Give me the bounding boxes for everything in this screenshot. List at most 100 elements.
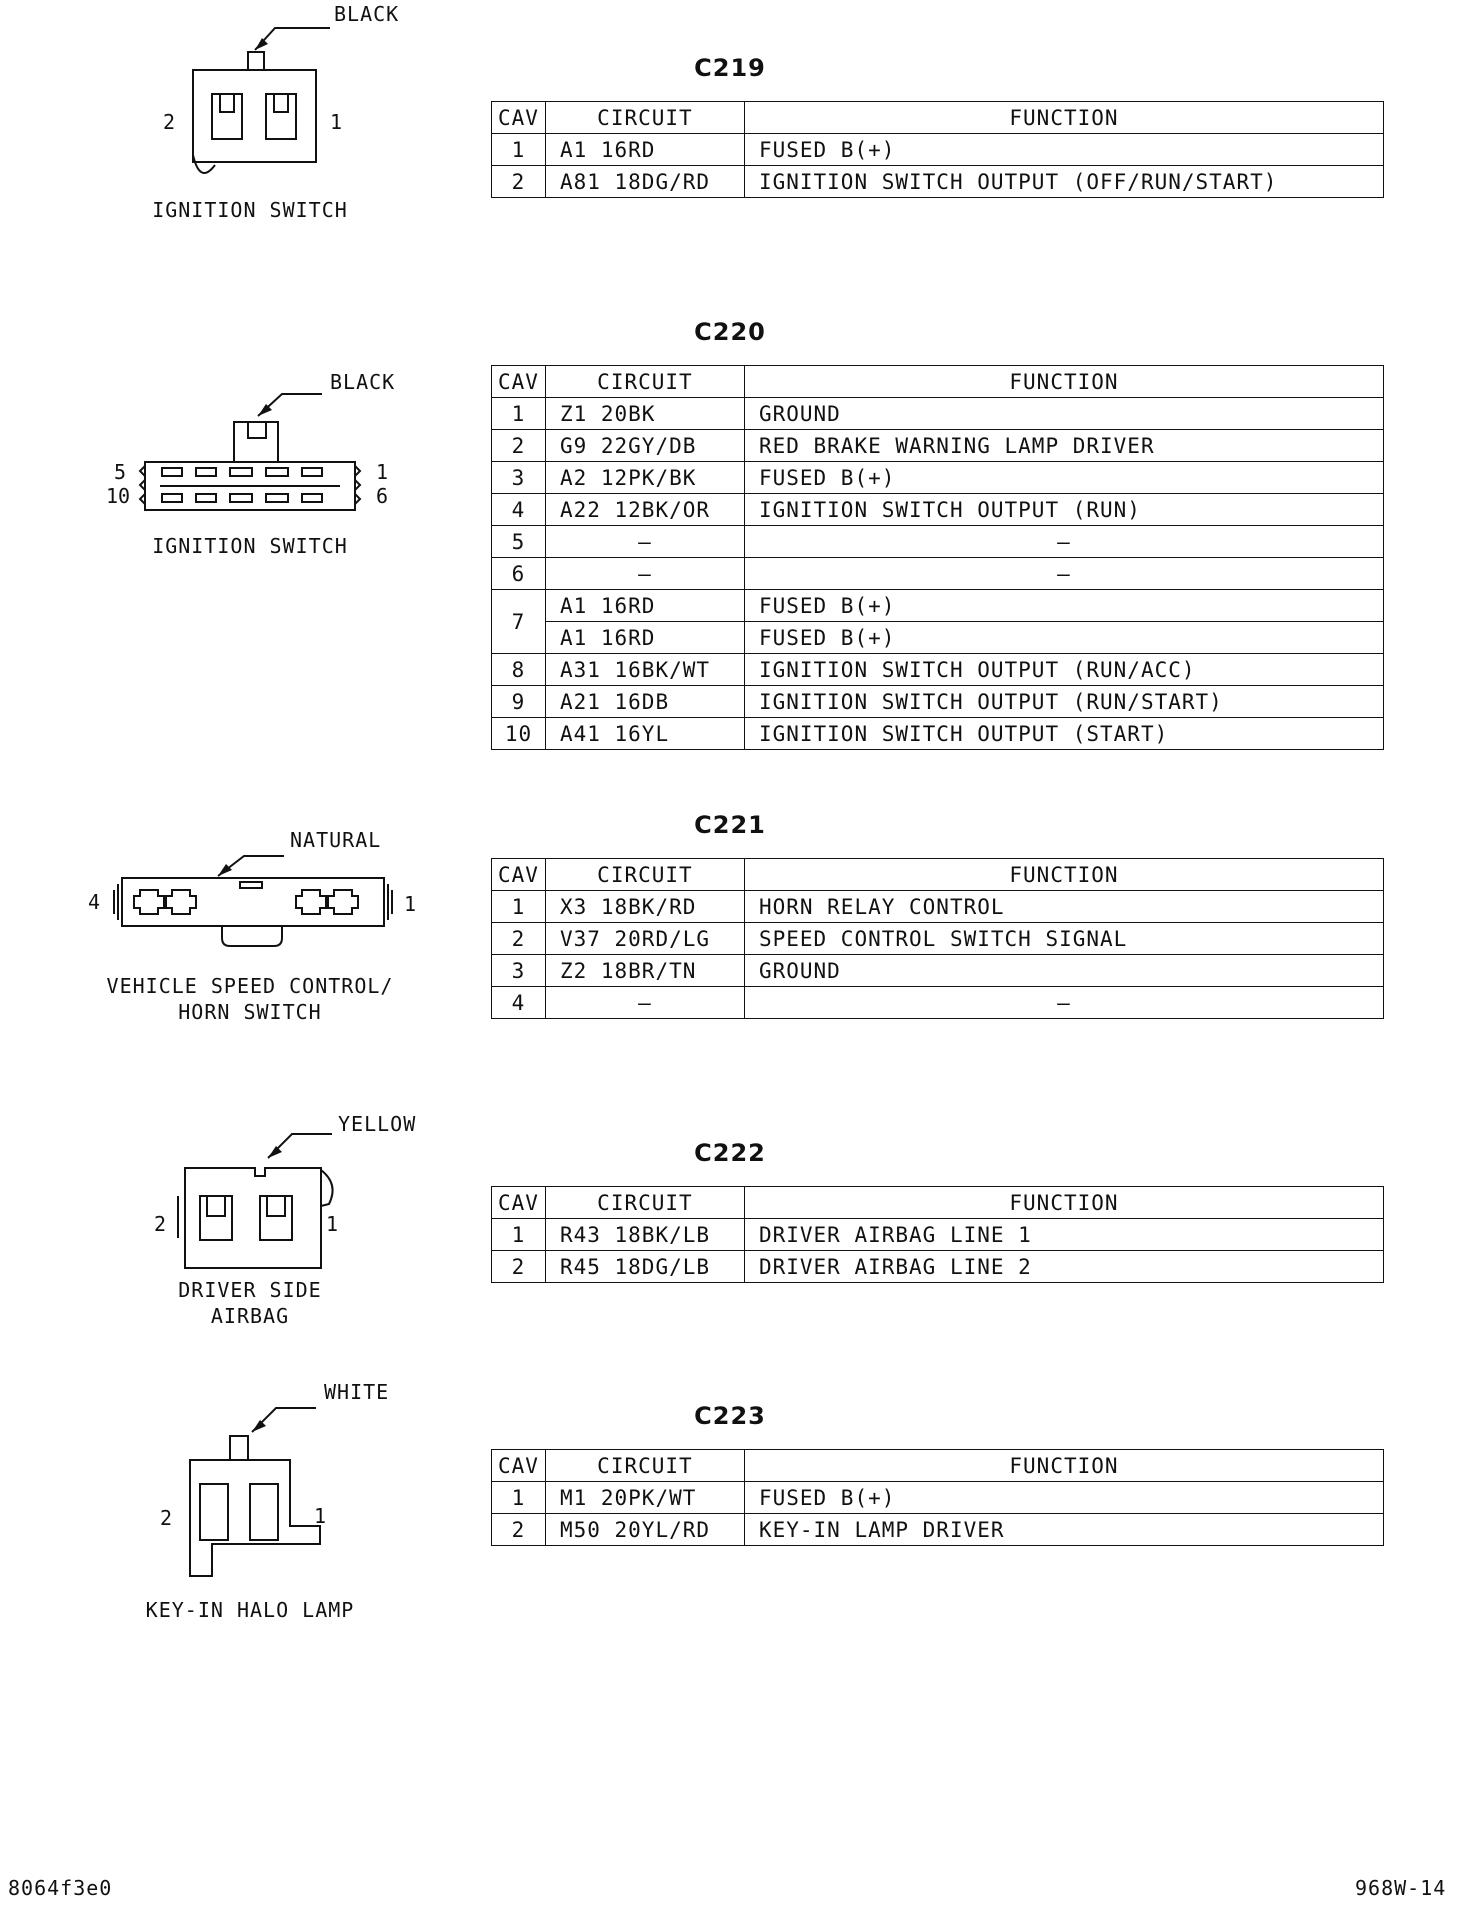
circuit-cell: M1 20PK/WT	[544, 1481, 745, 1514]
pinout-table: CAV CIRCUIT FUNCTION 1 X3 18BK/RD HORN R…	[491, 858, 1385, 1019]
circuit-cell: A2 12PK/BK	[544, 461, 745, 494]
table-row: 10 A41 16YL IGNITION SWITCH OUTPUT (STAR…	[491, 717, 1385, 750]
function-cell: RED BRAKE WARNING LAMP DRIVER	[743, 429, 1385, 462]
function-header: FUNCTION	[743, 101, 1385, 134]
function-cell: FUSED B(+)	[743, 133, 1385, 166]
cav-header: CAV	[491, 858, 546, 891]
circuit-header: CIRCUIT	[544, 101, 745, 134]
connector-color-label: NATURAL	[290, 828, 382, 852]
pin-number: 4	[88, 890, 101, 914]
function-cell: –	[743, 525, 1385, 558]
cav-cell: 2	[491, 1513, 546, 1546]
cav-cell: 3	[491, 954, 546, 987]
connector-color-label: BLACK	[334, 2, 400, 26]
pin-number: 2	[163, 110, 176, 134]
circuit-cell: R45 18DG/LB	[544, 1250, 745, 1283]
pin-number: 1	[314, 1504, 327, 1528]
circuit-cell: –	[544, 525, 745, 558]
connector-diagram-c219: BLACK 2 1 IGNITION SWITCH	[0, 0, 480, 240]
circuit-header: CIRCUIT	[544, 858, 745, 891]
pin-number: 1	[326, 1212, 339, 1236]
function-cell: –	[743, 986, 1385, 1019]
cav-cell: 3	[491, 461, 546, 494]
pin-number: 2	[160, 1506, 173, 1530]
table-row: 2 V37 20RD/LG SPEED CONTROL SWITCH SIGNA…	[491, 922, 1385, 955]
cav-header: CAV	[491, 1186, 546, 1219]
circuit-cell: M50 20YL/RD	[544, 1513, 745, 1546]
function-cell: IGNITION SWITCH OUTPUT (RUN/ACC)	[743, 653, 1385, 686]
table-row: 5 – –	[491, 525, 1385, 558]
function-cell: FUSED B(+)	[743, 1481, 1385, 1514]
cav-cell: 2	[491, 165, 546, 198]
pin-number: 1	[330, 110, 343, 134]
page-code: 968W-14	[1355, 1876, 1447, 1900]
function-cell: IGNITION SWITCH OUTPUT (RUN/START)	[743, 685, 1385, 718]
circuit-cell: A81 18DG/RD	[544, 165, 745, 198]
circuit-cell: A21 16DB	[544, 685, 745, 718]
cav-cell: 2	[491, 1250, 546, 1283]
circuit-cell: –	[544, 557, 745, 590]
cav-cell: 1	[491, 890, 546, 923]
table-row: 2 A81 18DG/RD IGNITION SWITCH OUTPUT (OF…	[491, 165, 1385, 198]
function-cell: DRIVER AIRBAG LINE 2	[743, 1250, 1385, 1283]
cav-cell: 5	[491, 525, 546, 558]
connector-title: C222	[694, 1139, 766, 1167]
cav-cell: 8	[491, 653, 546, 686]
circuit-cell: A22 12BK/OR	[544, 493, 745, 526]
circuit-cell: A31 16BK/WT	[544, 653, 745, 686]
connector-name: KEY-IN HALO LAMP	[145, 1598, 355, 1622]
connector-diagram-c220: 5 10 1 6 BLACK IGNITION SWITCH	[0, 360, 480, 570]
table-header-row: CAV CIRCUIT FUNCTION	[491, 1186, 1385, 1219]
connector-title: C219	[694, 54, 766, 82]
pinout-table: CAV CIRCUIT FUNCTION 1 Z1 20BK GROUND 2 …	[491, 365, 1385, 750]
cav-header: CAV	[491, 1449, 546, 1482]
table-row: 2 G9 22GY/DB RED BRAKE WARNING LAMP DRIV…	[491, 429, 1385, 462]
circuit-cell: –	[544, 986, 745, 1019]
function-cell: IGNITION SWITCH OUTPUT (RUN)	[743, 493, 1385, 526]
table-row: 4 – –	[491, 986, 1385, 1019]
connector-drawing	[189, 1407, 321, 1577]
table-row: 3 A2 12PK/BK FUSED B(+)	[491, 461, 1385, 494]
cav-cell: 4	[491, 986, 546, 1019]
table-row: 8 A31 16BK/WT IGNITION SWITCH OUTPUT (RU…	[491, 653, 1385, 686]
table-row: 2 M50 20YL/RD KEY-IN LAMP DRIVER	[491, 1513, 1385, 1546]
connector-title: C221	[694, 811, 766, 839]
connector-drawing	[138, 393, 362, 511]
cav-cell: 1	[491, 1218, 546, 1251]
circuit-cell: Z2 18BR/TN	[544, 954, 745, 987]
table-header-row: CAV CIRCUIT FUNCTION	[491, 858, 1385, 891]
function-header: FUNCTION	[743, 858, 1385, 891]
cav-cell: 4	[491, 493, 546, 526]
connector-diagram-c222: YELLOW 2 1 DRIVER SIDE AIRBAG	[0, 1100, 480, 1330]
table-row: 6 – –	[491, 557, 1385, 590]
function-cell: IGNITION SWITCH OUTPUT (OFF/RUN/START)	[743, 165, 1385, 198]
table-row: 1 R43 18BK/LB DRIVER AIRBAG LINE 1	[491, 1218, 1385, 1251]
function-header: FUNCTION	[743, 365, 1385, 398]
connector-name-line2: HORN SWITCH	[178, 1000, 322, 1024]
table-row: 1 M1 20PK/WT FUSED B(+)	[491, 1481, 1385, 1514]
function-cell: FUSED B(+)	[743, 461, 1385, 494]
cav-cell: 9	[491, 685, 546, 718]
cav-cell: 2	[491, 429, 546, 462]
table-row: 2 R45 18DG/LB DRIVER AIRBAG LINE 2	[491, 1250, 1385, 1283]
connector-color-label: BLACK	[330, 370, 396, 394]
connector-name: IGNITION SWITCH	[152, 198, 348, 222]
pin-number: 2	[154, 1212, 167, 1236]
table-row: 1 Z1 20BK GROUND	[491, 397, 1385, 430]
pin-number: 10	[106, 484, 131, 508]
circuit-header: CIRCUIT	[544, 1449, 745, 1482]
table-row: 4 A22 12BK/OR IGNITION SWITCH OUTPUT (RU…	[491, 493, 1385, 526]
connector-drawing	[192, 27, 330, 174]
pin-number: 1	[376, 460, 389, 484]
circuit-cell: V37 20RD/LG	[544, 922, 745, 955]
function-cell: GROUND	[743, 954, 1385, 987]
connector-drawing	[177, 1133, 334, 1269]
function-cell: IGNITION SWITCH OUTPUT (START)	[743, 717, 1385, 750]
circuit-cell: A1 16RD	[544, 589, 745, 622]
cav-cell: 1	[491, 1481, 546, 1514]
circuit-cell: R43 18BK/LB	[544, 1218, 745, 1251]
circuit-cell: X3 18BK/RD	[544, 890, 745, 923]
table-header-row: CAV CIRCUIT FUNCTION	[491, 1449, 1385, 1482]
table-row: 3 Z2 18BR/TN GROUND	[491, 954, 1385, 987]
pinout-table: CAV CIRCUIT FUNCTION 1 M1 20PK/WT FUSED …	[491, 1449, 1385, 1546]
